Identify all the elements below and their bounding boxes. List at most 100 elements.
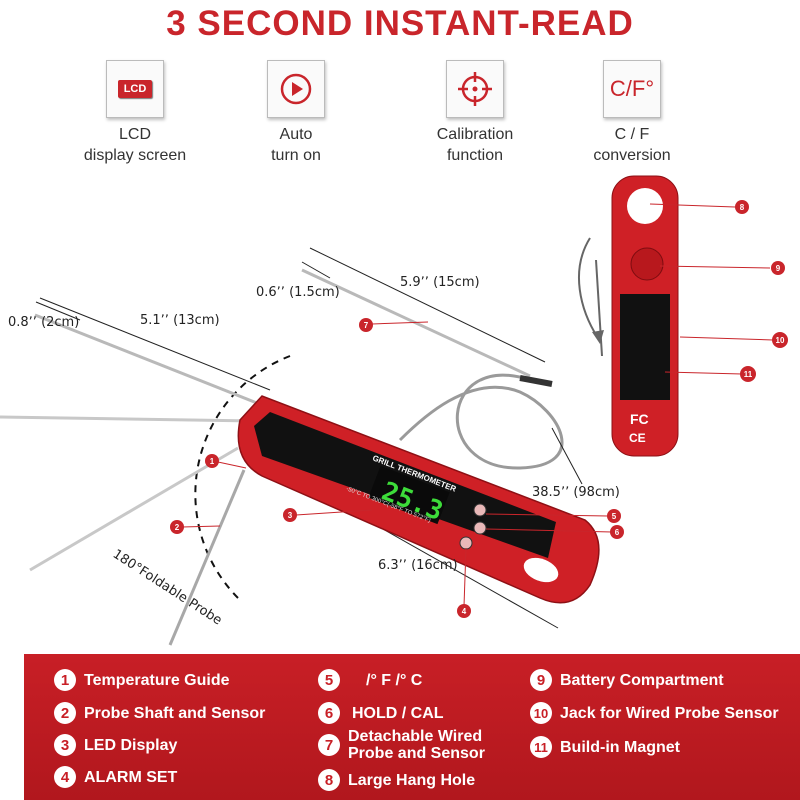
- legend-number: 6: [318, 702, 340, 724]
- callout-5: 5: [607, 509, 621, 523]
- play-icon: [267, 60, 325, 118]
- legend-item-11: 11 Build-in Magnet: [530, 736, 680, 758]
- svg-text:8: 8: [740, 203, 745, 212]
- svg-text:3: 3: [288, 511, 293, 520]
- feature-cf-conversion: C/F° C / F conversion: [557, 60, 707, 166]
- svg-text:10: 10: [776, 336, 785, 345]
- svg-text:2: 2: [175, 523, 180, 532]
- legend-item-10: 10 Jack for Wired Probe Sensor: [530, 702, 779, 724]
- lcd-icon: LCD: [106, 60, 164, 118]
- legend-item-3: 3 LED Display: [54, 734, 177, 756]
- probe-shaft-folded: [168, 469, 246, 646]
- thermometer-back-view: FC CE: [611, 175, 679, 457]
- probe-dimension-line: [39, 297, 271, 391]
- legend-label: /° F /° C: [366, 671, 423, 689]
- legend-label: Detachable Wired Probe and Sensor: [348, 728, 485, 762]
- hang-hole: [523, 557, 559, 583]
- feature-lcd: LCD LCD display screen: [60, 60, 210, 166]
- legend-number: 7: [318, 734, 340, 756]
- battery-cover: [630, 247, 664, 281]
- legend-item-4: 4 ALARM SET: [54, 766, 177, 788]
- feature-auto-on: Auto turn on: [221, 60, 371, 166]
- legend-item-1: 1 Temperature Guide: [54, 669, 230, 691]
- probe-shaft-low: [29, 446, 239, 572]
- legend-item-2: 2 Probe Shaft and Sensor: [54, 702, 265, 724]
- callout-10: 10: [772, 332, 788, 348]
- fold-arrow: [578, 237, 599, 339]
- callout-2: 2: [170, 520, 184, 534]
- legend-item-9: 9 Battery Compartment: [530, 669, 724, 691]
- feature-caption: C / F conversion: [593, 126, 671, 164]
- cable-length-label: 38.5ʼʼ (98cm): [532, 485, 620, 500]
- legend-label: ALARM SET: [84, 768, 178, 786]
- legend-label: Temperature Guide: [84, 671, 230, 689]
- callout-7: 7: [359, 318, 373, 332]
- svg-text:9: 9: [776, 264, 781, 273]
- legend-label: Large Hang Hole: [348, 771, 476, 789]
- wired-cable: [398, 373, 564, 470]
- alarm-button: [459, 536, 473, 550]
- svg-text:6: 6: [615, 528, 620, 537]
- page-title: 3 SECOND INSTANT-READ: [166, 4, 634, 43]
- legend-label: Jack for Wired Probe Sensor: [560, 704, 779, 722]
- probe-tip-label: 0.8ʼʼ (2cm): [8, 315, 79, 330]
- svg-text:4: 4: [462, 607, 467, 616]
- body-length-label: 6.3ʼʼ (16cm): [378, 558, 458, 573]
- svg-text:1: 1: [210, 457, 215, 466]
- legend-number: 9: [530, 669, 552, 691]
- legend-item-7: 7 Detachable Wired Probe and Sensor: [318, 728, 485, 762]
- feature-caption: Auto turn on: [271, 126, 321, 164]
- cf-badge: C/F°: [609, 76, 655, 101]
- probe-shaft-open: [34, 313, 263, 407]
- probe-length-label: 5.1ʼʼ (13cm): [140, 313, 220, 328]
- svg-text:11: 11: [744, 370, 753, 379]
- legend-number: 2: [54, 702, 76, 724]
- fold-arc: [194, 355, 291, 601]
- lcd-badge: LCD: [117, 80, 153, 98]
- legend-item-5: 5 /° F /° C: [318, 669, 422, 691]
- wired-tip-label: 0.6ʼʼ (1.5cm): [256, 285, 340, 300]
- callout-4: 4: [457, 604, 471, 618]
- callout-9: 9: [771, 261, 785, 275]
- hold-button: [473, 521, 487, 535]
- lcd-screen: [368, 465, 450, 525]
- legend-number: 4: [54, 766, 76, 788]
- feature-calibration: Calibration function: [400, 60, 550, 166]
- svg-text:7: 7: [364, 321, 369, 330]
- legend-label: Battery Compartment: [560, 671, 724, 689]
- legend-label: LED Display: [84, 736, 178, 754]
- callout-6: 6: [610, 525, 624, 539]
- legend-number: 10: [530, 702, 552, 724]
- legend-number: 8: [318, 769, 340, 791]
- legend-number: 3: [54, 734, 76, 756]
- cf-icon: C/F°: [603, 60, 661, 118]
- wired-length-label: 5.9ʼʼ (15cm): [400, 275, 480, 290]
- legend-number: 1: [54, 669, 76, 691]
- wired-probe-shaft: [301, 268, 531, 378]
- legend-item-6: 6 HOLD / CAL: [318, 702, 444, 724]
- legend-panel: [24, 654, 800, 800]
- crosshair-icon: [446, 60, 504, 118]
- callout-3: 3: [283, 508, 297, 522]
- legend-label: HOLD / CAL: [352, 704, 444, 722]
- legend-item-8: 8 Large Hang Hole: [318, 769, 475, 791]
- legend-number: 11: [530, 736, 552, 758]
- wired-dimension-line: [309, 247, 546, 363]
- feature-caption: Calibration function: [436, 126, 514, 164]
- ce-mark: CE: [629, 431, 646, 445]
- unit-button: [473, 503, 487, 517]
- callout-1: 1: [205, 454, 219, 468]
- legend-label: Build-in Magnet: [560, 738, 680, 756]
- legend-number: 5: [318, 669, 340, 691]
- probe-shaft-mid: [0, 415, 259, 423]
- back-hang-hole: [627, 188, 663, 224]
- legend-label: Probe Shaft and Sensor: [84, 704, 266, 722]
- callout-11: 11: [740, 366, 756, 382]
- callout-8: 8: [735, 200, 749, 214]
- body-dimension-line: [373, 523, 559, 629]
- fc-mark: FC: [630, 411, 649, 427]
- thermometer-illustration: 25.3 GRILL THERMOMETER -50°C TO 300°C(-5…: [0, 175, 788, 646]
- svg-text:5: 5: [612, 512, 617, 521]
- back-label-panel: [620, 294, 670, 400]
- feature-caption: LCD display screen: [83, 126, 187, 164]
